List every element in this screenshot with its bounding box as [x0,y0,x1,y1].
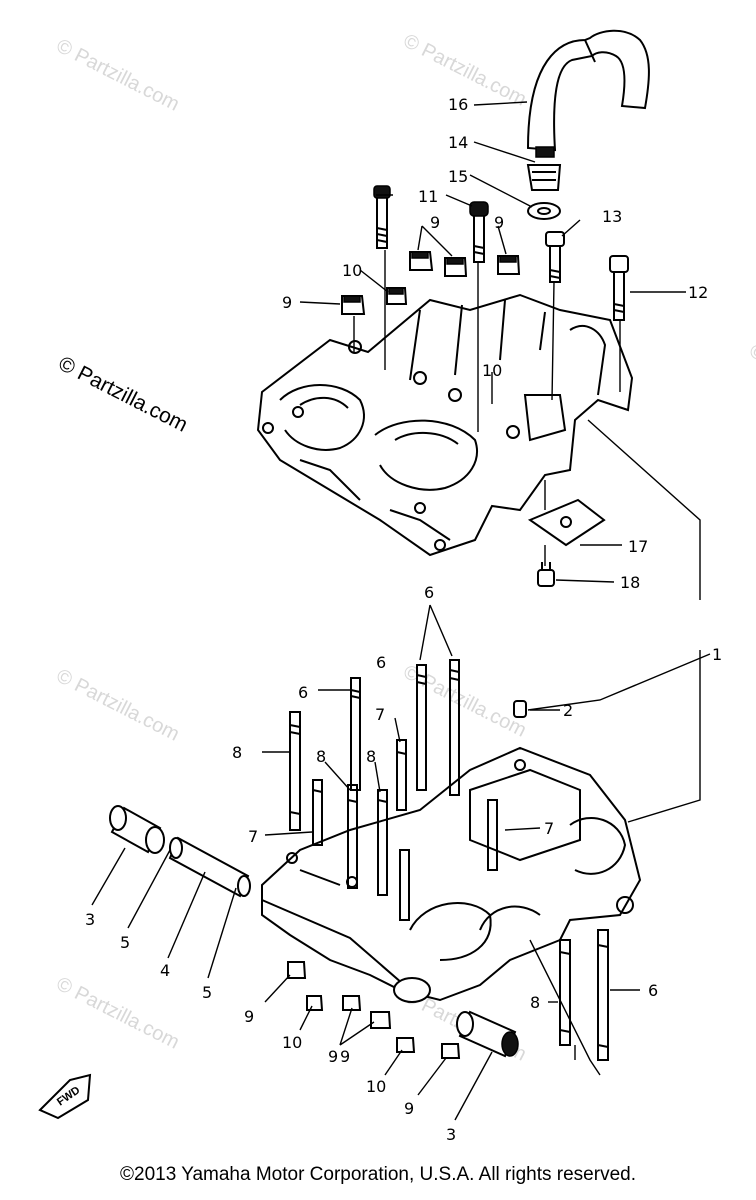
watermark: © Partzilla.com [53,35,183,116]
callout-9: 9 [340,1047,350,1066]
callout-3: 3 [446,1125,456,1144]
callout-14: 14 [448,133,468,152]
callout-6: 6 [424,583,434,602]
bracket [527,498,606,547]
callout-1: 1 [712,645,722,664]
callout-15: 15 [448,167,468,186]
leader-lines [91,101,711,1121]
callout-17: 17 [628,537,648,556]
callout-6: 6 [376,653,386,672]
callout-8: 8 [530,993,540,1012]
callout-16: 16 [448,95,468,114]
dowel-pin [513,700,527,718]
callout-9: 9 [494,213,504,232]
callout-7: 7 [248,827,258,846]
callout-3: 3 [85,910,95,929]
callout-7: 7 [544,819,554,838]
watermark: © Partzilla.com [55,352,192,437]
callout-18: 18 [620,573,640,592]
callout-5: 5 [120,933,130,952]
callout-7: 7 [375,705,385,724]
callout-9: 9 [404,1099,414,1118]
upper-crankcase [256,293,634,557]
crankcase-tube [109,805,519,1058]
callout-10: 10 [342,261,362,280]
callout-8: 8 [316,747,326,766]
studs [289,659,609,1061]
watermark: © Partzilla.com [400,661,530,742]
callout-9: 9 [328,1047,338,1066]
watermark: © Partzilla.com [53,973,183,1054]
callout-12: 12 [688,283,708,302]
callout-6: 6 [648,981,658,1000]
callout-13: 13 [602,207,622,226]
callout-10: 10 [282,1033,302,1052]
callout-10: 10 [482,361,502,380]
callout-10: 10 [366,1077,386,1096]
forward-arrow-icon: FWD [38,1073,92,1120]
callout-9: 9 [282,293,292,312]
callout-9: 9 [244,1007,254,1026]
breather-hose [526,29,650,152]
copyright-notice: ©2013 Yamaha Motor Corporation, U.S.A. A… [120,1164,636,1185]
callout-5: 5 [202,983,212,1002]
lower-crankcase [261,746,642,1003]
callout-6: 6 [298,683,308,702]
callout-11: 11 [418,187,438,206]
callout-8: 8 [366,747,376,766]
watermark: © Partzilla.com [746,340,756,421]
callout-9: 9 [430,213,440,232]
hose-fitting [526,146,562,191]
bolts-and-nuts-lower [287,961,461,1059]
watermark: © Partzilla.com [53,665,183,746]
callout-4: 4 [160,961,170,980]
bolts-and-nuts-upper [341,185,629,321]
washer [527,202,561,220]
callout-labels: 1 2 3 3 4 5 5 6 6 6 6 7 7 7 8 8 8 8 9 9 … [85,95,722,1144]
callout-2: 2 [563,701,573,720]
bracket-bolt [537,562,555,587]
callout-8: 8 [232,743,242,762]
